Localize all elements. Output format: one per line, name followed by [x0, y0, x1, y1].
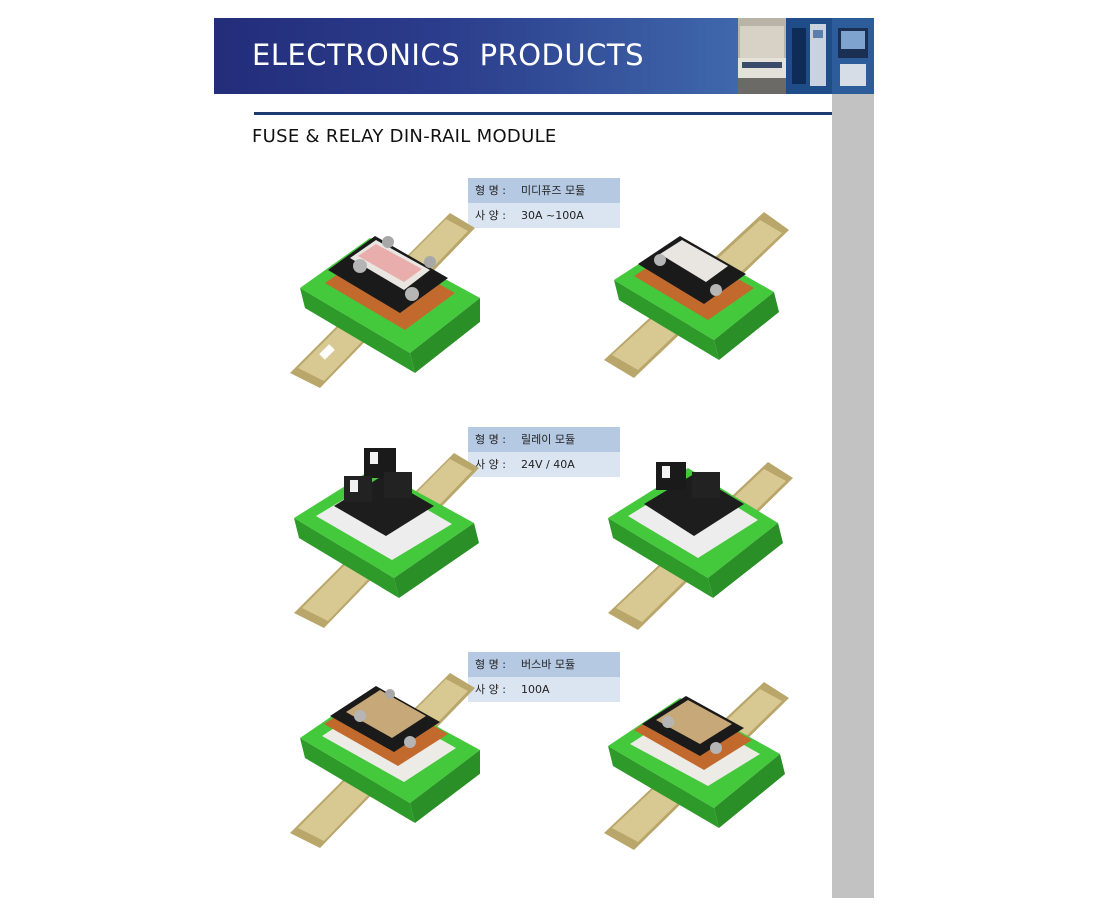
relay-module-photo-front: [294, 448, 479, 628]
fuse-module-photo-side: [604, 212, 789, 378]
spec-box-busbar: 형 명 : 버스바 모듈 사 양 : 100A: [468, 652, 620, 702]
catalog-page: ELECTRONICS PRODUCTS FUSE & RELAY DIN-RA…: [214, 18, 874, 898]
green-housing: [294, 518, 399, 598]
terminal-bolt: [405, 287, 419, 301]
model-label: 형 명 :: [475, 658, 506, 671]
busbar-module-photo-side: [604, 682, 789, 850]
section-title: FUSE & RELAY DIN-RAIL MODULE: [252, 126, 557, 147]
spec-row: 사 양 : 100A: [468, 677, 620, 702]
terminal-bolt: [353, 259, 367, 273]
model-row: 형 명 : 버스바 모듈: [468, 652, 620, 677]
spec-label: 사 양 :: [475, 209, 506, 222]
fuse-element: [660, 240, 728, 282]
green-housing: [614, 280, 719, 360]
spec-value: 30A ~100A: [521, 209, 584, 222]
banner-title: ELECTRONICS PRODUCTS: [252, 38, 644, 72]
busbar-module-photo-front: [290, 673, 480, 848]
banner-photo-collage: [738, 18, 874, 94]
spec-label: 사 양 :: [475, 683, 506, 696]
section-divider: [254, 112, 832, 115]
spec-label: 사 양 :: [475, 458, 506, 471]
spec-row: 사 양 : 24V / 40A: [468, 452, 620, 477]
model-label: 형 명 :: [475, 433, 506, 446]
busbar-plate: [656, 700, 732, 744]
green-housing: [300, 738, 415, 823]
spec-row: 사 양 : 30A ~100A: [468, 203, 620, 228]
fuse-module-photo-front: [290, 213, 480, 388]
model-row: 형 명 : 미디퓨즈 모듈: [468, 178, 620, 203]
busbar-plate: [346, 690, 426, 738]
spec-value: 24V / 40A: [521, 458, 575, 471]
model-value: 릴레이 모듈: [521, 433, 576, 446]
header-banner: ELECTRONICS PRODUCTS: [214, 18, 874, 94]
spec-value: 100A: [521, 683, 550, 696]
model-value: 버스바 모듈: [521, 658, 576, 671]
green-housing: [608, 746, 719, 828]
model-row: 형 명 : 릴레이 모듈: [468, 427, 620, 452]
relay-module-photo-side: [608, 462, 793, 630]
fuse-element: [350, 240, 430, 290]
relay-terminal: [656, 462, 686, 490]
page-sidebar: [832, 94, 874, 898]
model-label: 형 명 :: [475, 184, 506, 197]
spec-box-fuse: 형 명 : 미디퓨즈 모듈 사 양 : 30A ~100A: [468, 178, 620, 228]
green-housing: [608, 518, 713, 598]
model-value: 미디퓨즈 모듈: [521, 184, 586, 197]
spec-box-relay: 형 명 : 릴레이 모듈 사 양 : 24V / 40A: [468, 427, 620, 477]
